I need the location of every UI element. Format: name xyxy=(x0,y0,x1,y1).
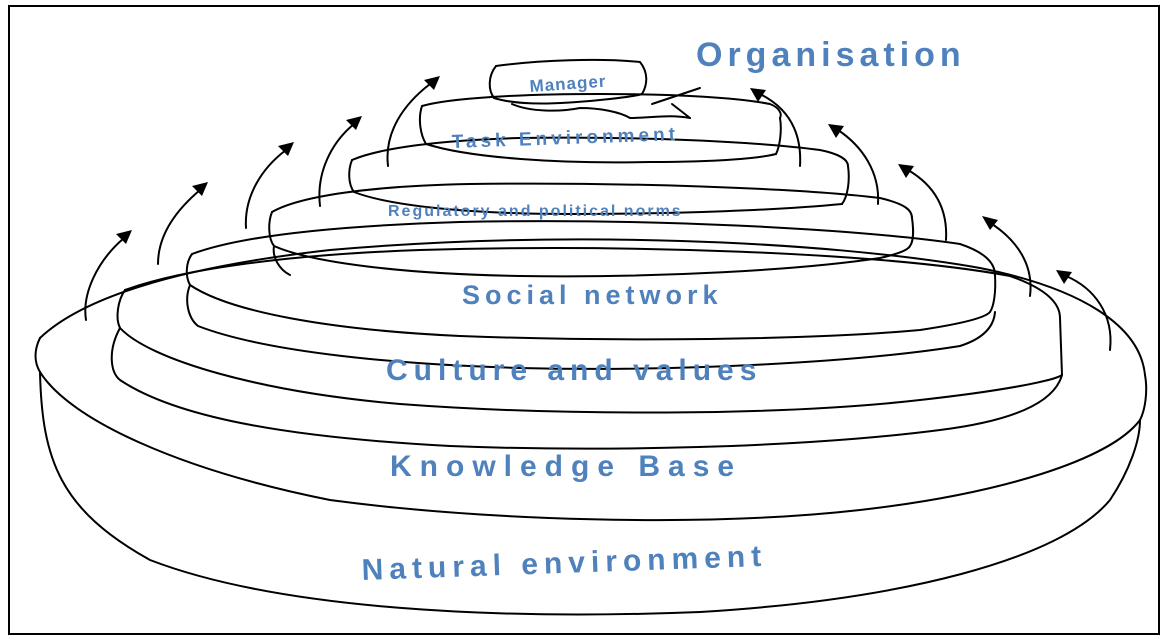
tier-task-environment xyxy=(418,93,782,164)
arrow-head-icon xyxy=(1056,270,1072,284)
label-regulatory-political: Regulatory and political norms xyxy=(388,203,683,220)
arrow-left-2 xyxy=(157,189,201,265)
arrow-head-icon xyxy=(346,116,362,130)
label-manager: Manager xyxy=(529,72,607,96)
tier-social-network xyxy=(268,182,915,278)
arrow-left-1 xyxy=(84,237,125,321)
arrow-right-2 xyxy=(837,129,880,205)
label-task-environment: Task Environment xyxy=(451,124,679,153)
arrow-left-3 xyxy=(244,149,287,229)
arrow-head-icon xyxy=(982,216,998,230)
arrow-right-4 xyxy=(991,223,1032,297)
diagram-title: Organisation xyxy=(696,36,966,74)
tier-regulatory-political xyxy=(348,136,850,215)
arrow-head-icon xyxy=(116,230,132,244)
arrow-right-1 xyxy=(759,93,802,167)
arrow-left-4 xyxy=(318,123,355,207)
arrow-head-icon xyxy=(278,142,294,156)
arrow-head-icon xyxy=(750,88,766,102)
label-knowledge-base: Knowledge Base xyxy=(390,450,742,483)
arrow-head-icon xyxy=(192,182,208,196)
tier-manager xyxy=(488,58,701,119)
arrow-head-icon xyxy=(424,76,440,90)
tier-culture-and-values xyxy=(185,220,997,370)
arrow-right-5 xyxy=(1065,275,1112,351)
label-social-network: Social network xyxy=(462,280,723,310)
label-culture-values: Culture and values xyxy=(386,354,762,387)
arrow-left-5 xyxy=(386,83,431,167)
arrow-right-3 xyxy=(907,169,948,241)
tier-natural-environment xyxy=(34,238,1148,616)
tier-knowledge-base xyxy=(110,247,1063,450)
label-natural-environment: Natural environment xyxy=(361,540,768,587)
diagram-frame xyxy=(8,5,1160,635)
influence-arrows xyxy=(84,76,1112,351)
arrow-head-icon xyxy=(828,124,844,138)
arrow-head-icon xyxy=(898,164,914,178)
